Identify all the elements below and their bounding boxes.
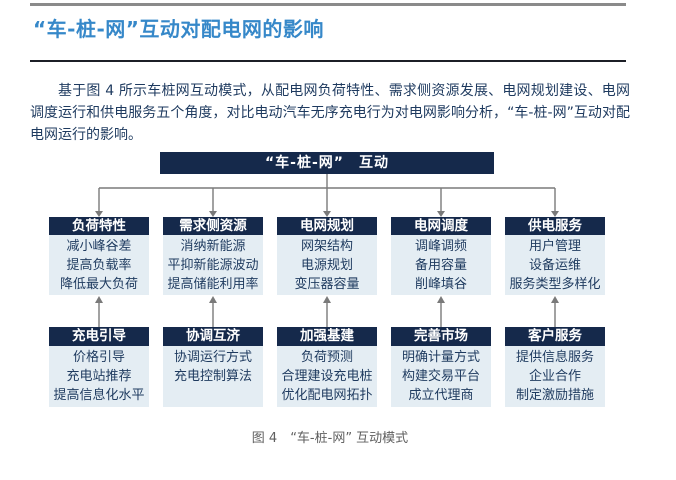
- node-items: 提供信息服务 企业合作 制定激励措施: [505, 346, 605, 407]
- node-coordination-mutual-aid: 协调互济 协调运行方式 充电控制算法: [163, 327, 263, 407]
- node-customer-service: 客户服务 提供信息服务 企业合作 制定激励措施: [505, 327, 605, 407]
- node-items: 消纳新能源 平抑新能源波动 提高储能利用率: [163, 235, 263, 295]
- node-items: 用户管理 设备运维 服务类型多样化: [505, 235, 605, 295]
- page-title: “车-桩-网”互动对配电网的影响: [33, 17, 324, 41]
- node-items: 减小峰谷差 提高负载率 降低最大负荷: [49, 235, 149, 295]
- node-items: 明确计量方式 构建交易平台 成立代理商: [391, 346, 491, 407]
- node-load-characteristics: 负荷特性 减小峰谷差 提高负载率 降低最大负荷: [49, 217, 149, 295]
- node-header: 充电引导: [49, 327, 149, 346]
- title-divider: [30, 60, 626, 62]
- node-header: 需求侧资源: [163, 217, 263, 235]
- node-items: 调峰调频 备用容量 削峰填谷: [391, 235, 491, 295]
- node-header: 客户服务: [505, 327, 605, 346]
- node-items: 负荷预测 合理建设充电桩 优化配电网拓扑: [277, 346, 377, 407]
- node-header: 电网调度: [391, 217, 491, 235]
- node-improve-market: 完善市场 明确计量方式 构建交易平台 成立代理商: [391, 327, 491, 407]
- node-header: 供电服务: [505, 217, 605, 235]
- node-header: 加强基建: [277, 327, 377, 346]
- node-header: 负荷特性: [49, 217, 149, 235]
- node-header: 电网规划: [277, 217, 377, 235]
- node-demand-side-resources: 需求侧资源 消纳新能源 平抑新能源波动 提高储能利用率: [163, 217, 263, 295]
- node-header: 协调互济: [163, 327, 263, 346]
- node-charging-guidance: 充电引导 价格引导 充电站推荐 提高信息化水平: [49, 327, 149, 407]
- node-grid-dispatch: 电网调度 调峰调频 备用容量 削峰填谷: [391, 217, 491, 295]
- node-items: 网架结构 电源规划 变压器容量: [277, 235, 377, 295]
- figure-caption: 图 4 “车-桩-网” 互动模式: [251, 431, 409, 446]
- node-power-supply-service: 供电服务 用户管理 设备运维 服务类型多样化: [505, 217, 605, 295]
- root-node: “车-桩-网” 互动: [160, 152, 494, 174]
- node-header: 完善市场: [391, 327, 491, 346]
- node-items: 协调运行方式 充电控制算法: [163, 346, 263, 407]
- top-rule: [30, 3, 626, 6]
- node-items: 价格引导 充电站推荐 提高信息化水平: [49, 346, 149, 407]
- node-strengthen-infrastructure: 加强基建 负荷预测 合理建设充电桩 优化配电网拓扑: [277, 327, 377, 407]
- intro-paragraph: 基于图 4 所示车桩网互动模式，从配电网负荷特性、需求侧资源发展、电网规划建设、…: [30, 83, 630, 143]
- node-grid-planning: 电网规划 网架结构 电源规划 变压器容量: [277, 217, 377, 295]
